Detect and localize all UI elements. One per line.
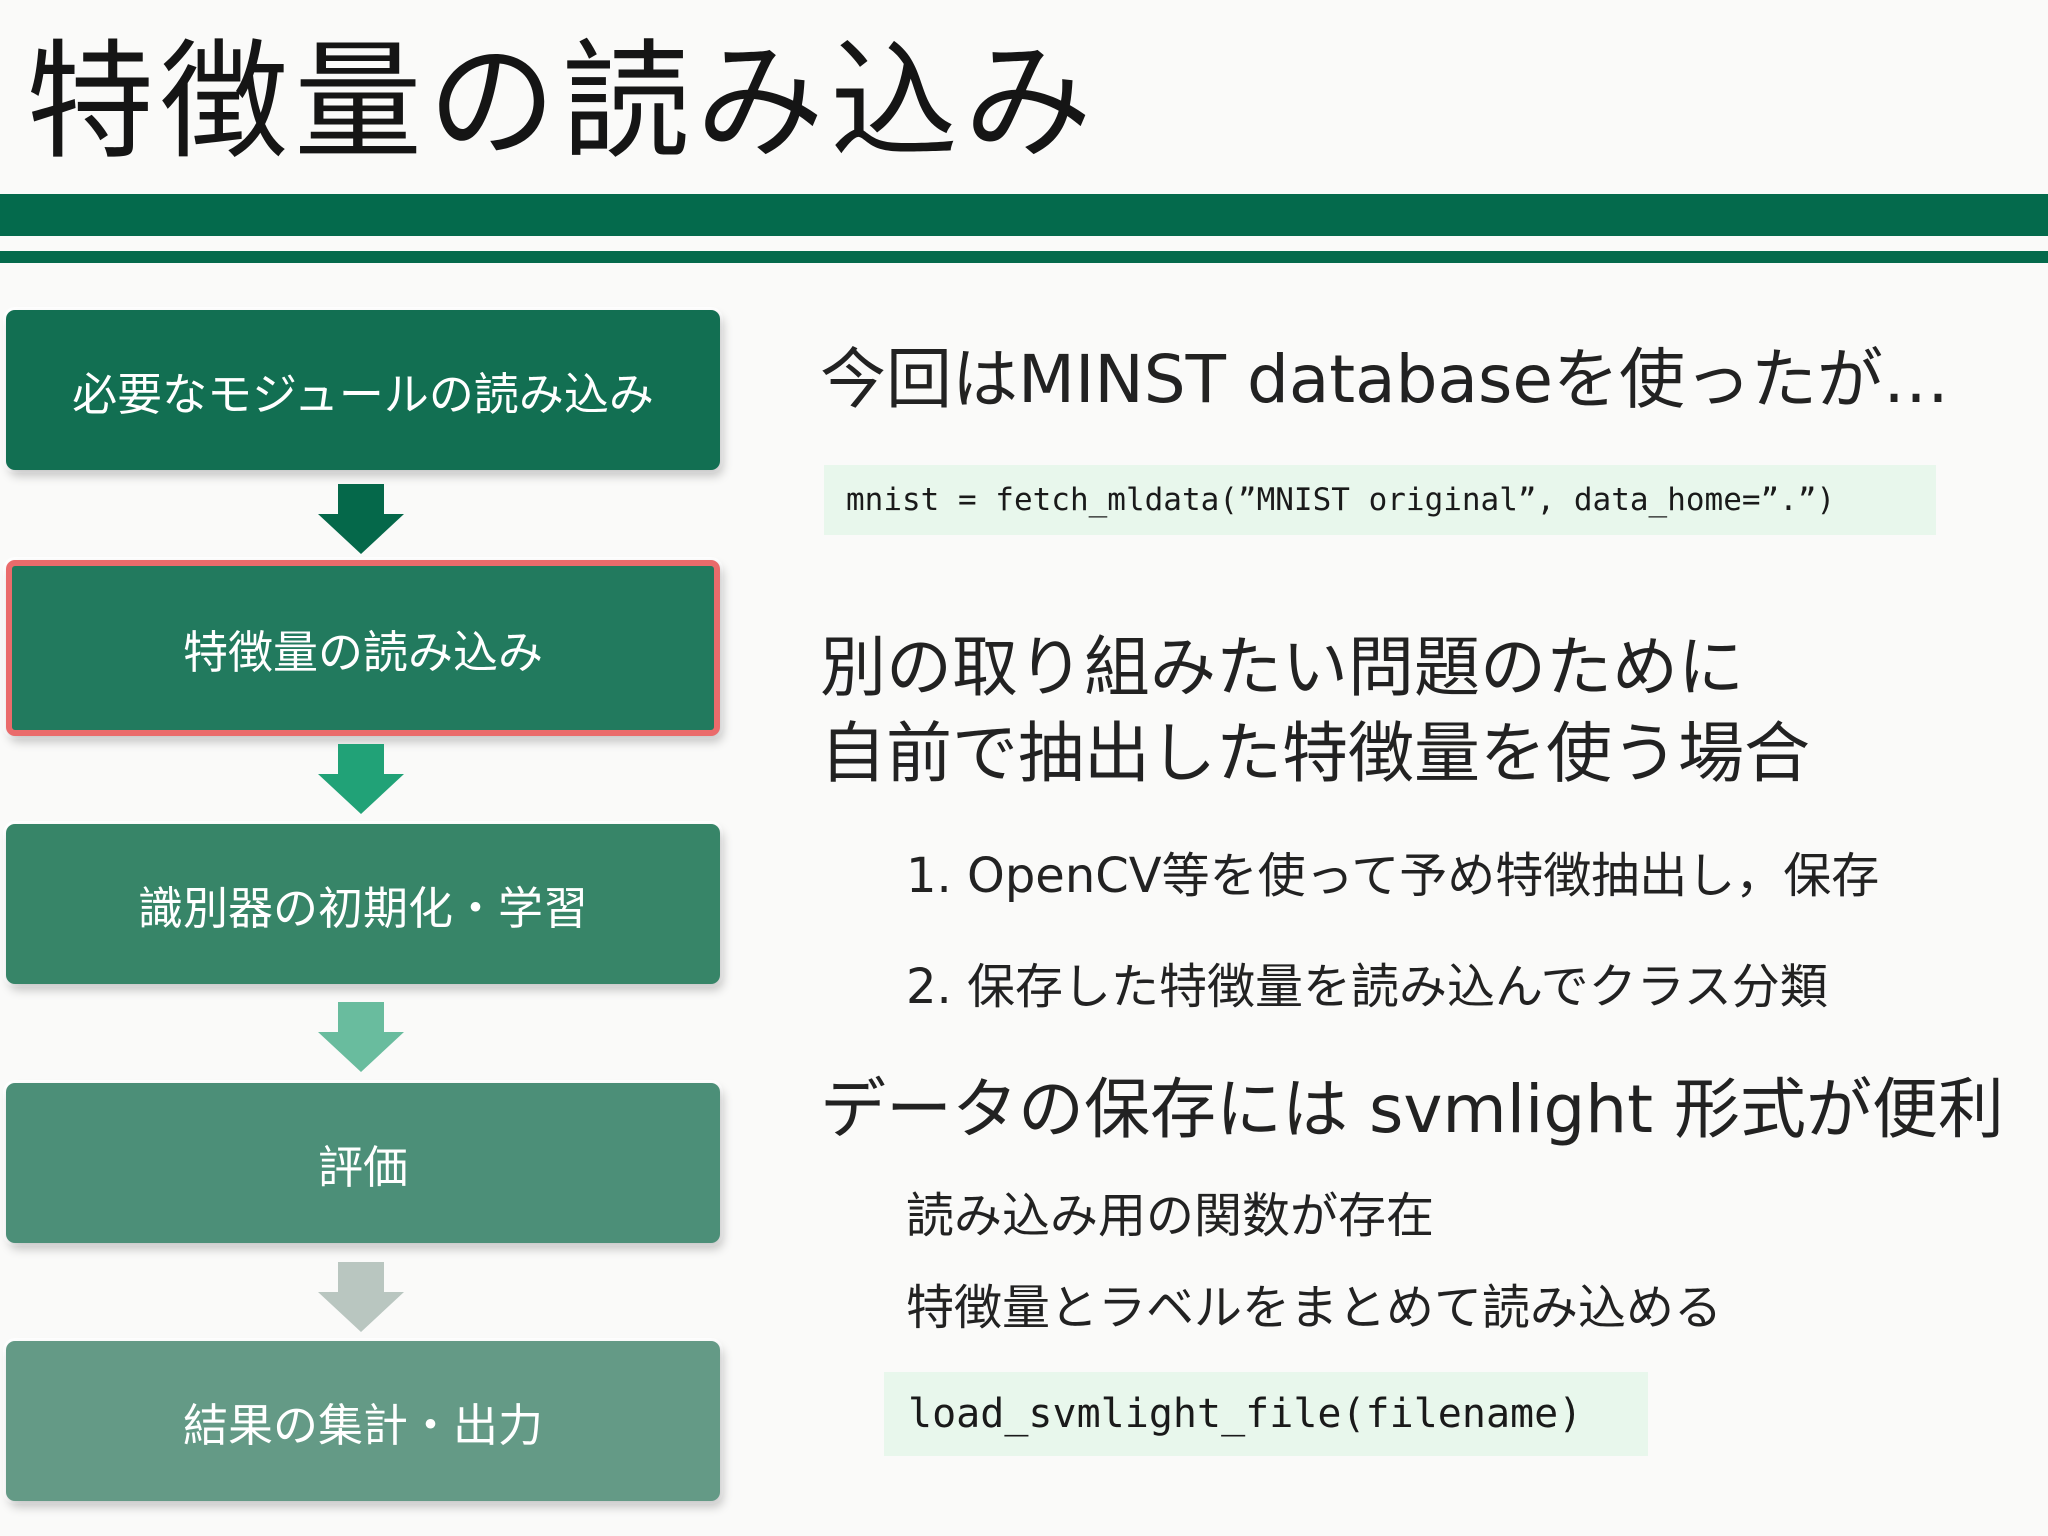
code-block-load-svmlight: load_svmlight_file(filename) [884, 1372, 1648, 1456]
list-item: 特徴量とラベルをまとめて読み込める [906, 1280, 1723, 1336]
down-arrow-icon [318, 1002, 404, 1072]
code-fetch-mldata: mnist = fetch_mldata(”MNIST original”, d… [846, 482, 1836, 518]
code-load-svmlight: load_svmlight_file(filename) [908, 1391, 1583, 1437]
flow-step-aggregate-output: 結果の集計・出力 [6, 1341, 720, 1501]
down-arrow-icon [318, 744, 404, 814]
heading-svmlight: データの保存には svmlight 形式が便利 [820, 1071, 2004, 1148]
flow-step-import-modules: 必要なモジュールの読み込み [6, 310, 720, 470]
flow-step-load-features: 特徴量の読み込み [6, 560, 720, 736]
list-item: 2. 保存した特徴量を読み込んでクラス分類 [906, 959, 1828, 1015]
flow-step-label: 識別器の初期化・学習 [137, 881, 588, 935]
down-arrow-icon [318, 1262, 404, 1332]
heading-custom-features-line2: 自前で抽出した特徴量を使う場合 [820, 715, 1810, 792]
title-rule-thin [0, 251, 2048, 263]
down-arrow-icon [318, 484, 404, 554]
flow-step-init-train: 識別器の初期化・学習 [6, 824, 720, 984]
heading-custom-features-line1: 別の取り組みたい問題のために [820, 629, 1744, 706]
code-block-fetch-mldata: mnist = fetch_mldata(”MNIST original”, d… [824, 465, 1936, 535]
flow-step-label: 結果の集計・出力 [182, 1398, 543, 1452]
flow-step-evaluate: 評価 [6, 1083, 720, 1243]
list-item: 読み込み用の関数が存在 [906, 1188, 1435, 1244]
title-rule-thick [0, 194, 2048, 236]
flow-step-label: 必要なモジュールの読み込み [72, 367, 654, 421]
slide-title: 特徴量の読み込み [26, 28, 1099, 177]
flow-step-label: 特徴量の読み込み [182, 625, 543, 679]
flow-step-label: 評価 [317, 1140, 408, 1194]
list-item: 1. OpenCV等を使って予め特徴抽出し，保存 [906, 848, 1880, 904]
heading-minst: 今回はMINST databaseを使ったが… [820, 341, 1949, 418]
